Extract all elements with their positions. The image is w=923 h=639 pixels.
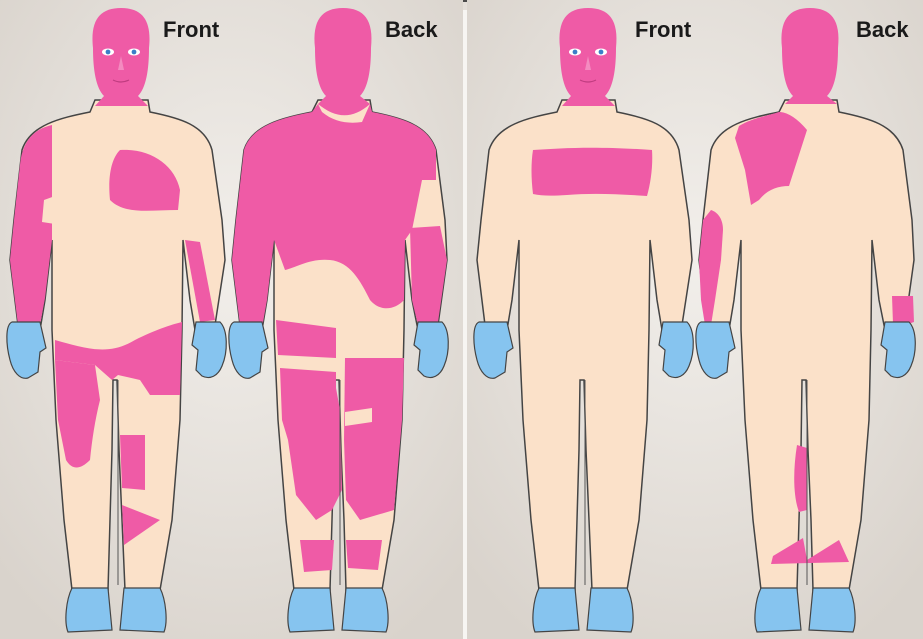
right-foot-back (288, 588, 334, 632)
back-label: Back (385, 17, 438, 42)
affected-area-right-ankle-back (300, 540, 334, 572)
back-label: Back (856, 17, 909, 42)
left-hand-back (881, 322, 915, 378)
right-foot-back (755, 588, 801, 632)
left-foot-back (342, 588, 388, 632)
affected-area-left-wrist-back (892, 296, 914, 325)
diagram-panel-1: Front (0, 0, 463, 639)
left-hand (192, 322, 226, 378)
affected-area-head-back (314, 8, 371, 104)
affected-area-left-leg-back (344, 358, 404, 520)
affected-area-head-back (781, 8, 838, 104)
affected-area-left-ankle-back (346, 540, 382, 570)
right-foot (66, 588, 112, 632)
left-foot-back (809, 588, 855, 632)
left-foot (587, 588, 633, 632)
right-foot (533, 588, 579, 632)
diagram-panel-2: Front Ba (467, 0, 923, 639)
front-label: Front (163, 17, 220, 42)
left-hand-back (414, 322, 448, 378)
affected-area-chest (532, 148, 653, 196)
front-label: Front (635, 17, 692, 42)
left-hand (659, 322, 693, 378)
affected-area-left-shin (120, 435, 145, 490)
left-foot (120, 588, 166, 632)
